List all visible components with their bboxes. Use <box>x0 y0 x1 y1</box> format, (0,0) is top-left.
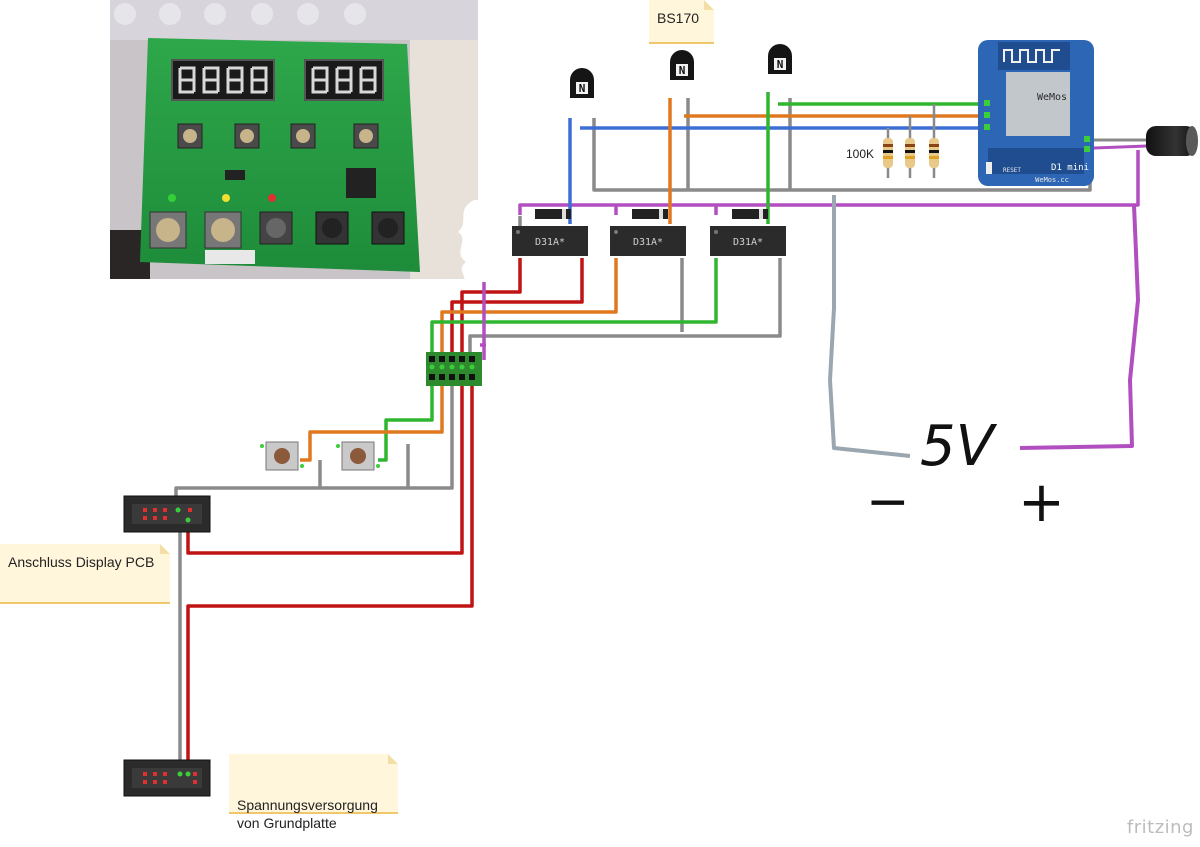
power-connector-header[interactable] <box>123 759 211 797</box>
note-display-connector[interactable]: Anschluss Display PCB <box>0 544 170 602</box>
diode-1[interactable] <box>535 209 571 219</box>
note-power-supply[interactable]: Spannungsversorgung von Grundplatte <box>229 754 398 831</box>
transistor-group: N N N <box>570 44 792 98</box>
diode-3[interactable] <box>732 209 768 219</box>
relay-ic-1[interactable]: D31A* <box>512 226 588 256</box>
resistor-2[interactable] <box>905 138 915 168</box>
note-bs170-text: BS170 <box>657 10 700 26</box>
note-power-text: Spannungsversorgung von Grundplatte <box>237 797 378 831</box>
note-display-text: Anschluss Display PCB <box>8 554 155 570</box>
resistor-1[interactable] <box>883 138 893 168</box>
note-fold <box>388 754 398 764</box>
wemos-d1-mini[interactable]: WeMos RESET D1 mini WeMos.cc <box>978 40 1094 186</box>
diode-group <box>535 209 768 219</box>
diode-2[interactable] <box>632 209 668 219</box>
fritzing-brand: fritzing <box>1126 817 1194 838</box>
transistor-q2[interactable]: N <box>670 50 694 80</box>
transistor-mark: N <box>679 64 686 77</box>
transistor-q3[interactable]: N <box>768 44 792 74</box>
supply-minus-label: − <box>866 472 910 532</box>
note-fold <box>160 544 170 554</box>
relay-label: D31A* <box>633 237 663 248</box>
relay-label: D31A* <box>535 237 565 248</box>
transistor-mark: N <box>579 82 586 95</box>
pin-header-connector[interactable] <box>426 352 482 386</box>
capacitor[interactable] <box>1093 126 1198 156</box>
pushbutton-2[interactable] <box>336 441 380 471</box>
transistor-q1[interactable]: N <box>570 68 594 98</box>
transistor-mark: N <box>777 58 784 71</box>
note-fold <box>704 0 714 10</box>
wemos-model: D1 mini <box>1051 163 1089 173</box>
relay-group: D31A* D31A* D31A* <box>512 226 786 256</box>
relay-label: D31A* <box>733 237 763 248</box>
relay-ic-2[interactable]: D31A* <box>610 226 686 256</box>
wemos-site: WeMos.cc <box>1035 176 1069 184</box>
relay-ic-3[interactable]: D31A* <box>710 226 786 256</box>
pushbutton-1[interactable] <box>260 441 304 471</box>
note-bs170[interactable]: BS170 <box>649 0 714 42</box>
display-connector-header[interactable] <box>123 495 211 533</box>
resistor-3[interactable] <box>929 138 939 168</box>
wemos-brand: WeMos <box>1037 92 1067 103</box>
wemos-reset-label: RESET <box>1003 167 1021 174</box>
supply-plus-label: + <box>1018 470 1065 535</box>
display-pcb-photo <box>110 0 478 279</box>
supply-voltage-label: 5V <box>920 414 994 479</box>
resistor-value-label: 100K <box>846 147 875 161</box>
resistor-group <box>883 138 939 168</box>
